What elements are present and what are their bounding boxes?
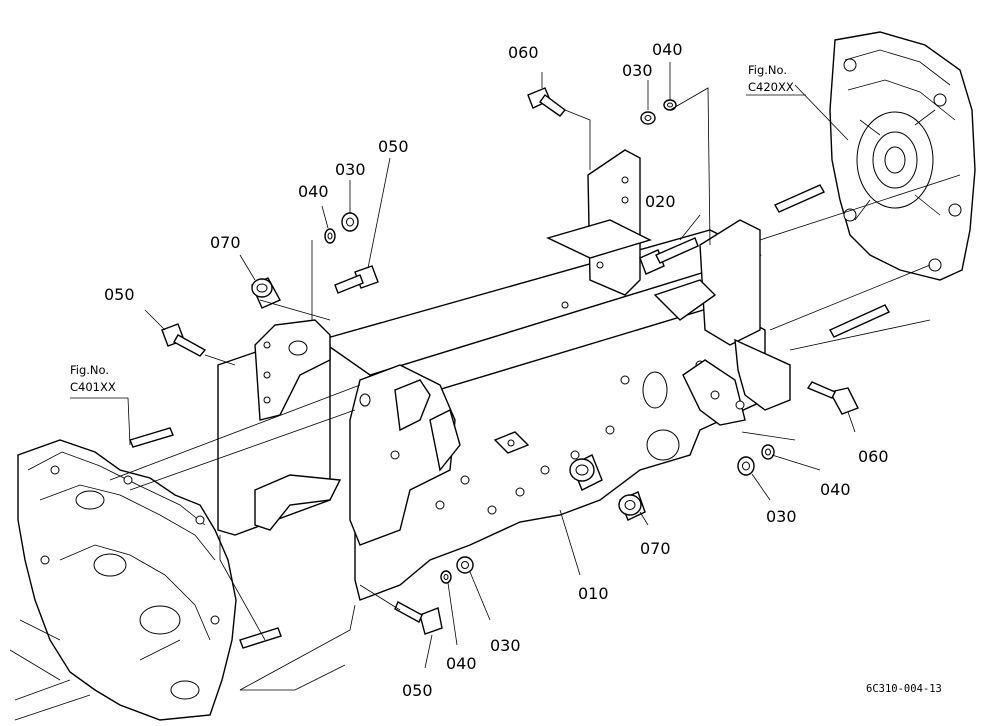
- right-housing: [829, 31, 976, 281]
- callout-030-left: 030: [335, 160, 366, 179]
- bolt-050-top: [334, 265, 379, 294]
- drawing-code: 6C310-004-13: [866, 683, 942, 695]
- bushing-070-bottom: [618, 491, 646, 521]
- left-transmission-housing: [9, 439, 237, 721]
- main-frame-010: [217, 219, 766, 601]
- callout-040-right: 040: [820, 480, 851, 499]
- bushing-070-frame: [569, 454, 603, 491]
- nut-030-left: [341, 212, 359, 232]
- bolt-050-left: [161, 323, 207, 357]
- nut-030-bottom: [456, 556, 474, 574]
- callout-030-bottom: 030: [490, 636, 521, 655]
- washer-040-right: [761, 444, 775, 460]
- washer-040-top: [663, 99, 677, 111]
- figure-ref-right-line2: C420XX: [748, 80, 794, 94]
- callout-030-top: 030: [622, 61, 653, 80]
- bolt-060-top: [527, 87, 567, 117]
- callout-070-bottom: 070: [640, 539, 671, 558]
- callout-010: 010: [578, 584, 609, 603]
- callout-050-left: 050: [104, 285, 135, 304]
- callout-060-top: 060: [508, 43, 539, 62]
- figure-ref-left: Fig.No. C401XX: [70, 363, 116, 394]
- nut-030-right: [737, 456, 755, 476]
- callout-030-right: 030: [766, 507, 797, 526]
- callout-050-bottom: 050: [402, 681, 433, 700]
- right-side-bracket: [682, 338, 791, 426]
- left-bracket: [254, 319, 342, 531]
- callout-040-bottom: 040: [446, 654, 477, 673]
- top-right-bracket: [546, 149, 717, 321]
- callout-020: 020: [645, 192, 676, 211]
- callout-labels: 060 040 030 020 030 040 050 070 050 060 …: [104, 40, 889, 700]
- figure-ref-left-line2: C401XX: [70, 380, 116, 394]
- callout-040-top: 040: [652, 40, 683, 59]
- bolt-020: [639, 237, 699, 275]
- front-side-plate: [349, 364, 461, 546]
- callout-050-top: 050: [378, 137, 409, 156]
- bushing-070-left: [251, 277, 281, 309]
- callout-060-right: 060: [858, 447, 889, 466]
- figure-ref-left-line1: Fig.No.: [70, 363, 109, 377]
- figure-ref-right: Fig.No. C420XX: [746, 63, 806, 96]
- leader-lines: [70, 62, 856, 669]
- nut-030-top: [640, 111, 656, 125]
- callout-070-left: 070: [210, 233, 241, 252]
- figure-ref-right-line1: Fig.No.: [748, 63, 787, 77]
- stud-bolts: [129, 184, 890, 649]
- bolt-060-right: [806, 381, 859, 415]
- washer-040-left: [324, 228, 336, 244]
- callout-040-left: 040: [298, 182, 329, 201]
- assembly-lines: [14, 87, 961, 721]
- washer-040-bottom: [440, 570, 452, 584]
- bolt-050-bottom: [394, 601, 443, 635]
